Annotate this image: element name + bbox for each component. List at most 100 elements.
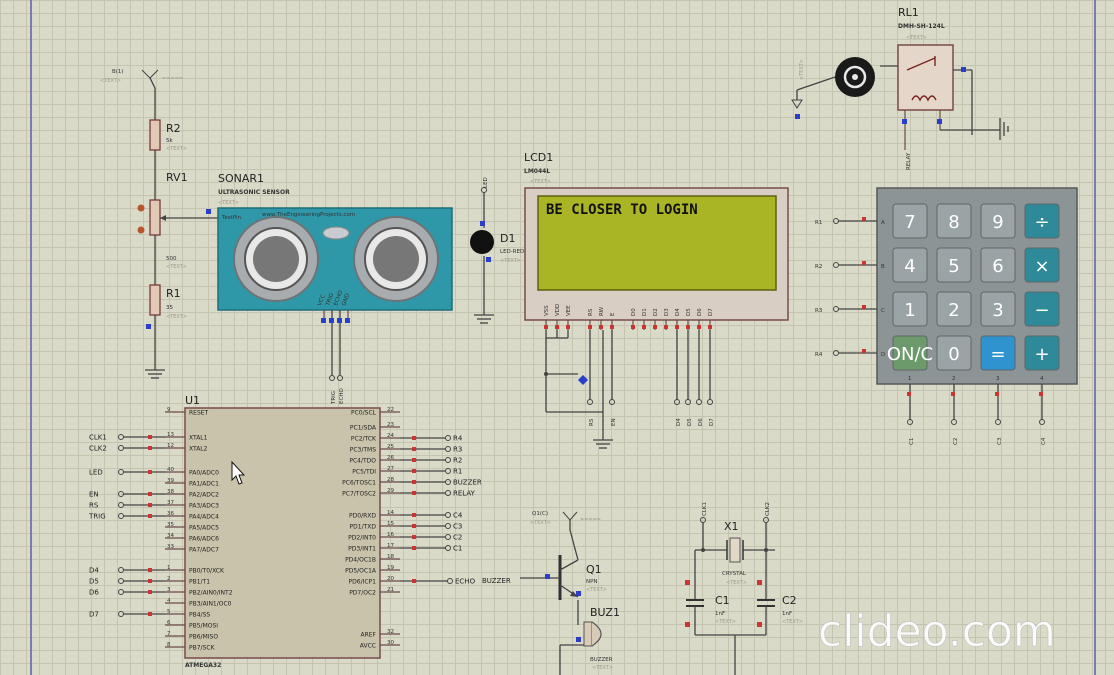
relay-part: DMH-SH-124L (898, 23, 945, 30)
key-4[interactable]: 4 (892, 247, 928, 283)
svg-text:<TEXT>: <TEXT> (799, 59, 805, 80)
mcu-pin-name: PA1/ADC1 (189, 481, 219, 488)
lcd-net-en: EN (611, 418, 617, 426)
svg-text:<TEXT>: <TEXT> (726, 580, 747, 586)
key-10[interactable]: 3 (980, 291, 1016, 327)
key-13[interactable]: 0 (936, 335, 972, 371)
svg-text:5: 5 (948, 256, 959, 277)
crystal-x1[interactable]: CLK1 CLK2 X1 CRYSTAL <TEXT> (695, 502, 775, 586)
ultrasonic-sensor-sonar1[interactable]: SONAR1 ULTRASONIC SENSOR <TEXT> TestPin … (206, 172, 453, 405)
svg-text:9: 9 (992, 212, 1003, 233)
keypad-col-net: C4 (1041, 437, 1047, 445)
svg-text:+: + (1034, 344, 1049, 365)
svg-text:<TEXT>: <TEXT> (782, 619, 803, 625)
mcu-pin-name: PA6/ADC6 (189, 536, 219, 543)
mcu-pin-num: 36 (167, 511, 174, 517)
svg-text:7: 7 (904, 212, 915, 233)
ground-r1 (145, 369, 165, 379)
mcu-left-net: D5 (89, 578, 99, 586)
sonar-net-echo: ECHO (339, 388, 345, 404)
c2-value: 1nF (782, 611, 792, 617)
key-11[interactable]: − (1024, 291, 1060, 327)
q1-power: Q1(C) (532, 511, 548, 517)
mcu-pin-num: 34 (167, 533, 174, 539)
relay-rl1[interactable]: RL1 DMH-SH-124L <TEXT> RELAY (880, 6, 1009, 170)
mcu-pin-num: 25 (387, 444, 394, 450)
svg-text:<TEXT>: <TEXT> (218, 200, 239, 206)
mcu-pin-name: PC6/TOSC1 (342, 480, 376, 487)
mcu-pin-num: 5 (167, 609, 171, 615)
motor[interactable]: <TEXT> (791, 57, 875, 119)
mcu-pin-num: 40 (167, 467, 174, 473)
resistor-r2[interactable]: R2 5k <TEXT> (149, 119, 187, 152)
relay-net: RELAY (906, 152, 912, 170)
mcu-pin-name: PC0/SCL (351, 410, 377, 417)
watermark: clideo.com (818, 606, 1056, 657)
mcu-pin-num: 19 (387, 565, 394, 571)
svg-text:<TEXT>: <TEXT> (166, 146, 187, 152)
mcu-pin-name: PB7/SCK (189, 645, 216, 652)
power-terminal-top[interactable]: B(1) <TEXT> ===== (100, 69, 183, 89)
key-0[interactable]: 7 (892, 203, 928, 239)
lcd-pin-label: D0 (631, 308, 637, 316)
svg-text:−: − (1034, 300, 1049, 321)
key-6[interactable]: 6 (980, 247, 1016, 283)
sonar-part: ULTRASONIC SENSOR (218, 189, 290, 196)
key-5[interactable]: 5 (936, 247, 972, 283)
mcu-pin-name: PA3/ADC3 (189, 503, 219, 510)
key-2[interactable]: 9 (980, 203, 1016, 239)
mcu-pin-num: 29 (387, 488, 394, 494)
mcu-pin-num: 27 (387, 466, 394, 472)
key-15[interactable]: + (1024, 335, 1060, 371)
lcd-pin-label: VDD (555, 304, 561, 316)
svg-text:GND: GND (341, 293, 351, 307)
lcd-pin-label: VSS (544, 305, 550, 316)
keypad-col-pin: 3 (996, 376, 1000, 382)
mcu-left-net: D6 (89, 589, 99, 597)
key-1[interactable]: 8 (936, 203, 972, 239)
mcu-left-net: CLK1 (89, 434, 107, 442)
led-ref: D1 (500, 232, 515, 245)
lcd-lcd1[interactable]: LCD1 LM044L <TEXT> BE CLOSER TO LOGIN VS… (524, 151, 789, 449)
capacitor-c1[interactable]: C1 1nF <TEXT> (685, 550, 736, 635)
mcu-pin-num: 14 (387, 510, 394, 516)
svg-text:1: 1 (904, 300, 915, 321)
q1-ref: Q1 (586, 563, 602, 576)
mcu-right-net: ECHO (455, 578, 476, 586)
mcu-pin-name: PD4/OC1B (345, 557, 376, 564)
key-9[interactable]: 2 (936, 291, 972, 327)
c2-ref: C2 (782, 594, 797, 607)
keypad-row-net: R4 (815, 352, 823, 358)
svg-text:2: 2 (948, 300, 959, 321)
lcd-pin-label: RW (599, 306, 605, 316)
key-7[interactable]: × (1024, 247, 1060, 283)
potentiometer-rv1[interactable]: RV1 500 <TEXT> (137, 171, 221, 270)
q1-part: NPN (586, 579, 598, 585)
transistor-q1[interactable]: Q1(C) <TEXT> ===== Q1 NPN <TEXT> (520, 511, 607, 600)
mcu-right-net: RELAY (453, 490, 476, 498)
key-12[interactable]: ON/C (887, 335, 933, 371)
buzzer-buz1[interactable]: BUZ1 BUZZER <TEXT> (559, 600, 620, 675)
mcu-pin-num: 22 (387, 407, 394, 413)
crystal-ref: X1 (724, 520, 739, 533)
key-3[interactable]: ÷ (1024, 203, 1060, 239)
key-14[interactable]: = (980, 335, 1016, 371)
mcu-pin-num: 16 (387, 532, 394, 538)
key-8[interactable]: 1 (892, 291, 928, 327)
mcu-pin-name: PB3/AIN1/OC0 (189, 601, 232, 608)
svg-text:<TEXT>: <TEXT> (166, 264, 187, 270)
mcu-pin-num: 18 (387, 554, 394, 560)
capacitor-c2[interactable]: C2 1nF <TEXT> (757, 550, 803, 635)
keypad-col-pin: 2 (952, 376, 956, 382)
mcu-pin-name: PC4/TDO (349, 458, 376, 465)
resistor-r1[interactable]: R1 35 <TEXT> (146, 284, 187, 329)
mcu-pin-name: PA5/ADC5 (189, 525, 219, 532)
svg-text:=: = (990, 344, 1005, 365)
relay-ref: RL1 (898, 6, 919, 19)
led-d1[interactable]: LED D1 LED-RED <TEXT> (470, 177, 524, 324)
relay-text: <TEXT> (906, 35, 927, 41)
